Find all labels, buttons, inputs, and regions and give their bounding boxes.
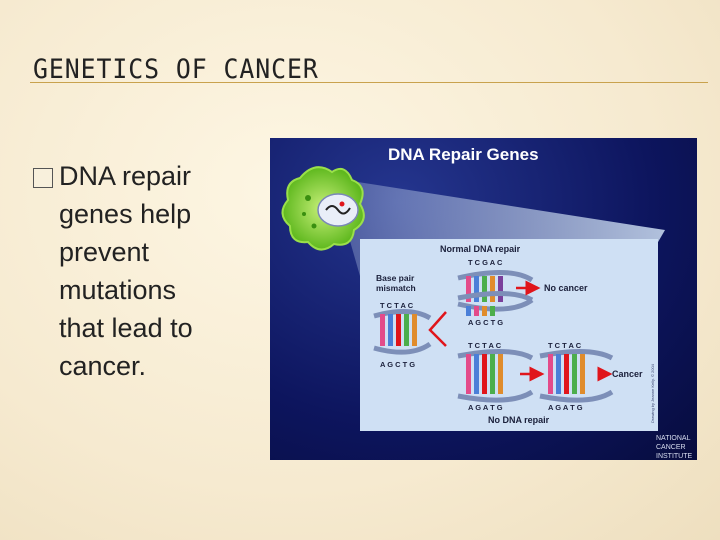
figure-svg: DNA Repair Genes Normal DNA repair Base … [281,145,692,460]
bullet-point: DNA repair genes help prevent mutations … [33,157,263,385]
mismatch-label-1: Base pair [376,273,415,283]
sequence-label: T C T A C [380,301,414,310]
branch-arrow-icon [428,311,447,347]
mismatch-label-2: mismatch [376,283,416,293]
bullet-line: cancer. [59,351,147,381]
bullet-line: that lead to [59,313,193,343]
sequence-label: A G C T G [380,360,415,369]
bullet-line: genes help [59,199,192,229]
sequence-label: T C T A C [548,341,582,350]
sequence-label: T C T A C [468,341,502,350]
nci-logo-text: CANCER [656,444,686,451]
no-cancer-label: No cancer [544,283,588,293]
dna-strand-top [457,269,534,312]
dna-strand-copy-2 [539,348,614,403]
sequence-label: A G C T G [468,318,503,327]
bullet-line: prevent [59,237,150,267]
image-credit: Drawing by Jeanne Kelly. © 2004 [650,363,655,423]
sequence-label: T C G A C [468,258,503,267]
slide-title: GENETICS OF CANCER [33,54,319,85]
title-underline [30,82,708,83]
dna-strand-repaired [457,290,534,316]
bullet-box-icon [33,168,53,188]
nci-logo: NATIONAL CANCER INSTITUTE [656,435,692,460]
cell-illustration [281,166,365,251]
bullet-line: DNA repair [59,161,192,191]
cancer-label: Cancer [612,369,643,379]
sequence-label: A G A T G [548,403,583,412]
dna-strand-mismatch [373,309,432,355]
no-repair-label: No DNA repair [488,415,550,425]
dna-strand-copy-1 [457,348,534,403]
nci-logo-text: NATIONAL [656,435,691,442]
sequence-label: A G A T G [468,403,503,412]
nci-logo-text: INSTITUTE [656,453,692,460]
normal-repair-label: Normal DNA repair [440,244,521,254]
dna-repair-figure: DNA Repair Genes Normal DNA repair Base … [270,138,697,460]
bullet-line: mutations [59,275,177,305]
figure-heading: DNA Repair Genes [388,145,539,164]
